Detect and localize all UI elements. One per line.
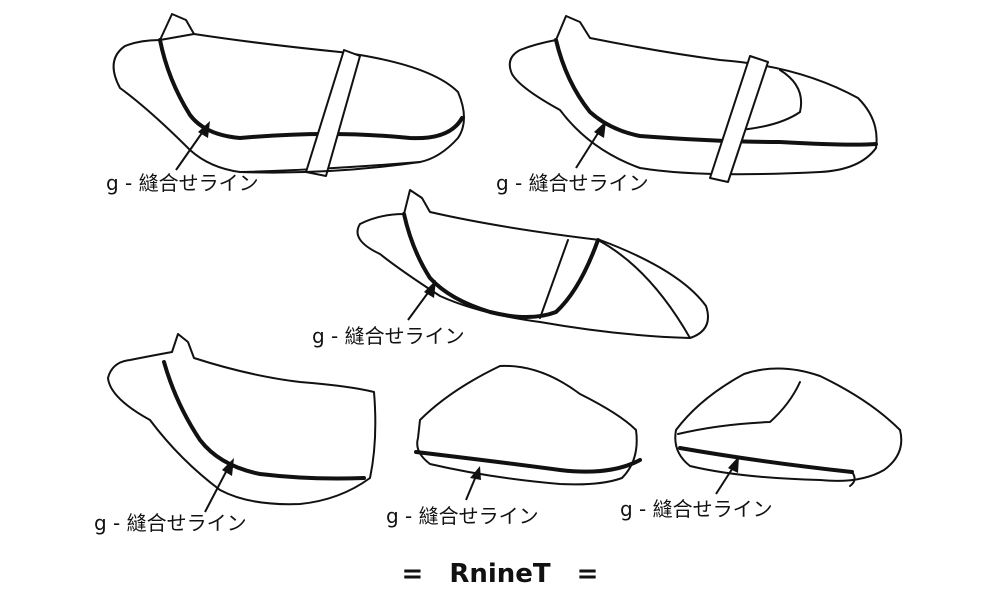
seam-arrows	[175, 121, 739, 513]
footer-title: = RnineT =	[402, 559, 599, 589]
seat-4-wide-single	[107, 333, 377, 506]
seam-label-6: g - 縫合せライン	[620, 497, 773, 521]
seam-label-5: g - 縫合せライン	[386, 504, 539, 528]
seat-5-pillion-pad	[414, 364, 642, 486]
seat-2-stepped-with-strap	[508, 15, 878, 183]
seat-1-long-with-strap	[112, 13, 465, 177]
seat-3-with-rear-cover	[356, 189, 709, 339]
seat-6-pillion-pad-panel	[674, 367, 903, 487]
seam-label-2: g - 縫合せライン	[496, 171, 649, 195]
seam-label-3: g - 縫合せライン	[312, 324, 465, 348]
seam-label-1: g - 縫合せライン	[106, 171, 259, 195]
seam-label-4: g - 縫合せライン	[94, 511, 247, 535]
